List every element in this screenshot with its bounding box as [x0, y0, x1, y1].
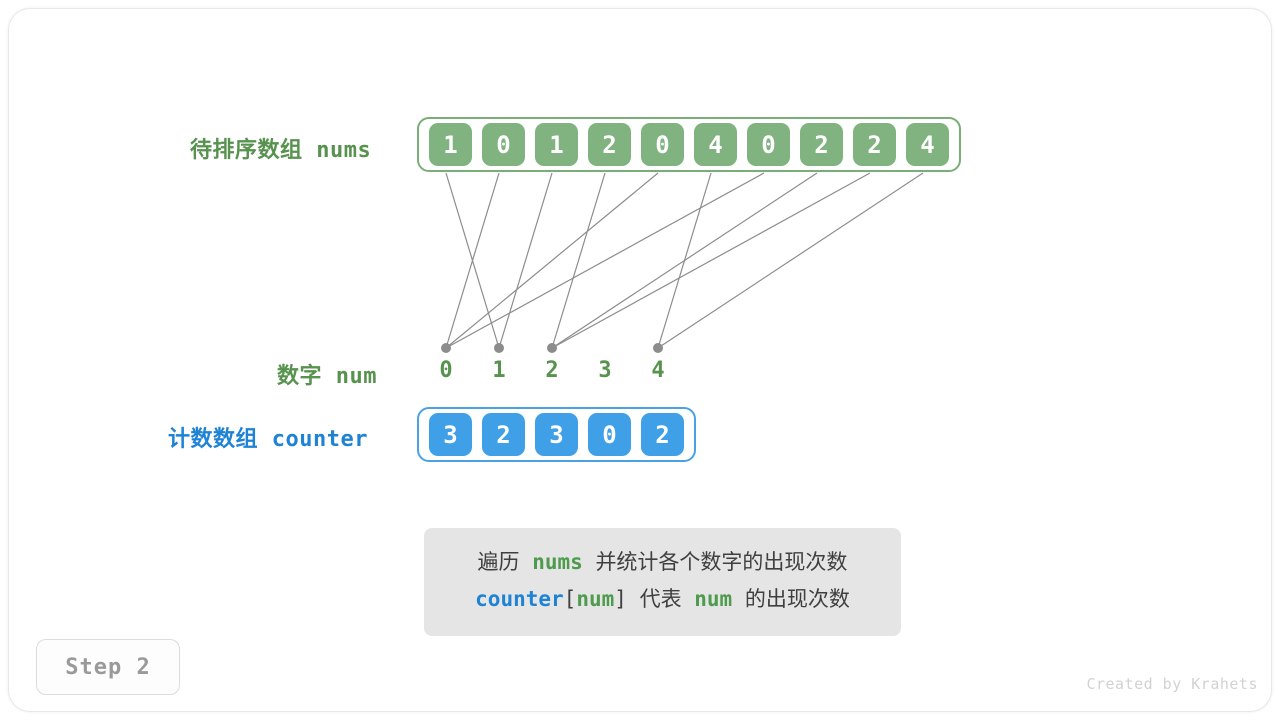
caption-line-2: counter[num] 代表 num 的出现次数 — [424, 581, 901, 618]
counter-row-label: 计数数组 counter — [168, 427, 368, 452]
caption-l2-num-index: num — [576, 587, 615, 611]
num-tick: 0 — [439, 358, 453, 383]
caption-l2-tail: 的出现次数 — [744, 587, 850, 611]
caption-l2-bracket-close: ] — [614, 587, 627, 611]
nums-row-label: 待排序数组 nums — [190, 138, 372, 163]
counter-cell: 2 — [482, 413, 525, 456]
nums-cell: 0 — [641, 123, 684, 166]
nums-cell: 0 — [747, 123, 790, 166]
caption-l1-nums: nums — [532, 550, 583, 574]
num-tick: 3 — [598, 358, 612, 383]
caption-l2-counter: counter — [475, 587, 564, 611]
caption-l2-num: num — [694, 587, 733, 611]
num-tick: 4 — [651, 358, 665, 383]
nums-cell: 4 — [694, 123, 737, 166]
num-tick: 2 — [545, 358, 559, 383]
nums-cell: 2 — [853, 123, 896, 166]
footer-credit: Created by Krahets — [1086, 675, 1258, 693]
counter-cell: 3 — [429, 413, 472, 456]
step-badge: Step 2 — [36, 639, 180, 695]
caption-l1-part-c: 并统计各个数字的出现次数 — [595, 550, 848, 574]
nums-cell: 0 — [482, 123, 525, 166]
nums-cell: 2 — [800, 123, 843, 166]
caption-l2-bracket-open: [ — [563, 587, 577, 611]
num-tick: 1 — [492, 358, 506, 383]
caption-line-1: 遍历 nums 并统计各个数字的出现次数 — [424, 544, 901, 581]
caption-l2-daibiao: 代表 — [639, 587, 682, 611]
caption-box: 遍历 nums 并统计各个数字的出现次数 counter[num] 代表 num… — [424, 528, 901, 636]
counter-cell: 2 — [641, 413, 684, 456]
nums-cell: 1 — [535, 123, 578, 166]
counter-cell: 0 — [588, 413, 631, 456]
nums-cell: 1 — [429, 123, 472, 166]
nums-cell: 4 — [906, 123, 949, 166]
counter-cell: 3 — [535, 413, 578, 456]
nums-cell: 2 — [588, 123, 631, 166]
caption-l1-part-a: 遍历 — [477, 550, 520, 574]
num-row-label: 数字 num — [277, 364, 377, 389]
